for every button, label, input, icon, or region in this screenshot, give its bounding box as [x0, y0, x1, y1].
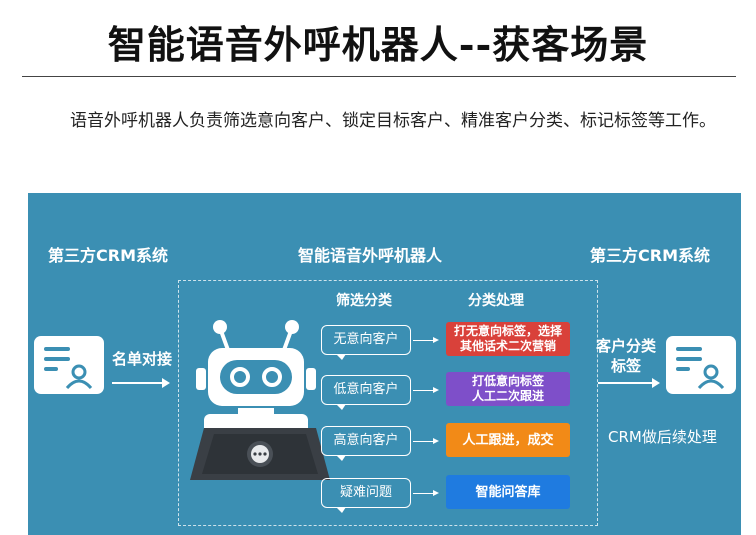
title-rule	[22, 76, 736, 77]
left-flow-arrow	[112, 378, 170, 388]
crm-followup-note: CRM做后续处理	[608, 428, 717, 446]
intro-paragraph: 语音外呼机器人负责筛选意向客户、锁定目标客户、精准客户分类、标记标签等工作。	[70, 111, 716, 131]
row-arrow	[413, 490, 439, 496]
row-arrow	[413, 438, 439, 444]
page-title: 智能语音外呼机器人--获客场景	[107, 22, 649, 67]
robot-icon	[190, 318, 340, 488]
diagram-panel: 第三方CRM系统 智能语音外呼机器人 第三方CRM系统 名单对接	[28, 193, 741, 535]
filter-column-header: 筛选分类	[336, 293, 392, 309]
row-arrow	[413, 337, 439, 343]
chat-bubble-icon: 高意向客户	[321, 426, 411, 461]
chat-bubble-icon: 疑难问题	[321, 478, 411, 513]
right-crm-header: 第三方CRM系统	[590, 246, 710, 265]
right-flow-arrow	[598, 378, 660, 388]
row-arrow	[413, 387, 439, 393]
action-qa-library: 智能问答库	[446, 475, 570, 509]
robot-process-box	[178, 280, 598, 526]
action-no-intent: 打无意向标签，选择其他话术二次营销	[446, 322, 570, 356]
chat-bubble-icon: 低意向客户	[321, 375, 411, 410]
contact-card-icon	[666, 336, 736, 394]
left-crm-header: 第三方CRM系统	[48, 246, 168, 265]
customer-tag-label: 客户分类 标签	[596, 337, 657, 375]
laptop-icon	[190, 428, 330, 480]
contact-card-icon	[34, 336, 104, 394]
list-import-label: 名单对接	[112, 350, 173, 368]
center-robot-header: 智能语音外呼机器人	[298, 246, 443, 265]
action-high-intent: 人工跟进，成交	[446, 423, 570, 457]
process-column-header: 分类处理	[468, 293, 524, 309]
action-low-intent: 打低意向标签人工二次跟进	[446, 372, 570, 406]
chat-bubble-icon: 无意向客户	[321, 325, 411, 360]
